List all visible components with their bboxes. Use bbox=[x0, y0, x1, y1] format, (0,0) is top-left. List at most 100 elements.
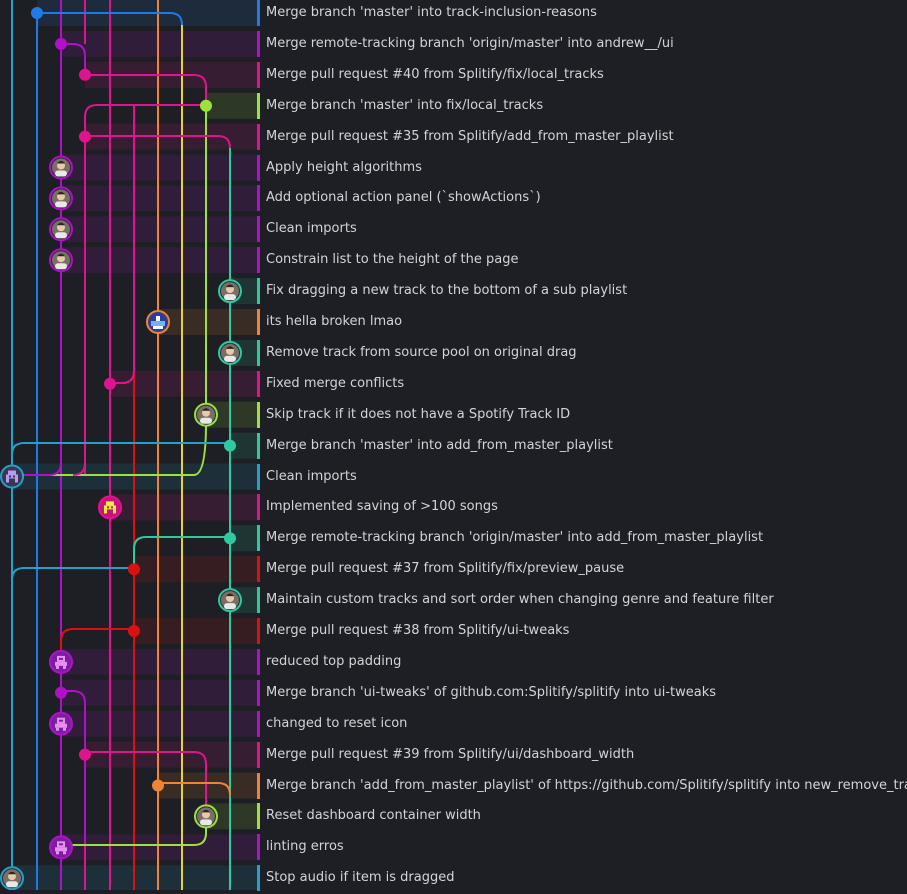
commit-dot[interactable] bbox=[31, 7, 43, 19]
author-avatar[interactable] bbox=[218, 340, 242, 365]
commit-dot[interactable] bbox=[128, 563, 140, 576]
author-avatar[interactable] bbox=[49, 248, 73, 273]
author-avatar[interactable] bbox=[49, 217, 73, 242]
commit-message: Reset dashboard container width bbox=[266, 808, 481, 824]
commit-message: its hella broken lmao bbox=[266, 314, 403, 329]
commit-row[interactable]: reduced top padding bbox=[0, 647, 907, 678]
branch-color-bar bbox=[257, 618, 260, 644]
commit-message: Merge branch 'master' into fix/local_tra… bbox=[266, 97, 544, 113]
commit-row[interactable]: linting erros bbox=[0, 832, 907, 863]
commit-dot[interactable] bbox=[224, 439, 236, 452]
commit-message: Implemented saving of >100 songs bbox=[266, 499, 498, 515]
author-avatar[interactable] bbox=[98, 495, 122, 520]
commit-message: Merge branch 'add_from_master_playlist' … bbox=[266, 777, 907, 793]
author-avatar[interactable] bbox=[49, 711, 73, 736]
commit-row[interactable]: Add optional action panel (`showActions`… bbox=[0, 183, 907, 214]
commit-row[interactable]: Merge branch 'add_from_master_playlist' … bbox=[0, 771, 907, 802]
commit-row[interactable]: Merge pull request #40 from Splitify/fix… bbox=[0, 60, 907, 91]
commit-row[interactable]: Fixed merge conflicts bbox=[0, 369, 907, 400]
commit-row[interactable]: Merge pull request #38 from Splitify/ui-… bbox=[0, 616, 907, 647]
author-avatar[interactable] bbox=[49, 649, 73, 674]
commit-row-band bbox=[206, 92, 257, 119]
commit-row[interactable]: Reset dashboard container width bbox=[0, 801, 907, 832]
commit-message: Merge branch 'ui-tweaks' of github.com:S… bbox=[266, 684, 717, 700]
author-avatar[interactable] bbox=[218, 279, 242, 304]
commit-row[interactable]: Remove track from source pool on origina… bbox=[0, 338, 907, 369]
magenta-merge-curve bbox=[85, 751, 207, 814]
commit-message: Merge pull request #35 from Splitify/add… bbox=[266, 128, 674, 144]
author-avatar[interactable] bbox=[194, 804, 218, 829]
commit-row[interactable]: Fix dragging a new track to the bottom o… bbox=[0, 276, 907, 307]
commit-dot[interactable] bbox=[79, 748, 91, 761]
commit-row[interactable]: Merge pull request #37 from Splitify/fix… bbox=[0, 554, 907, 585]
commit-row[interactable]: Merge pull request #39 from Splitify/ui/… bbox=[0, 740, 907, 771]
commit-row[interactable]: changed to reset icon bbox=[0, 709, 907, 740]
commit-dot[interactable] bbox=[79, 130, 91, 143]
teal-merge-curve bbox=[133, 536, 230, 568]
branch-color-bar bbox=[257, 0, 260, 26]
commit-dot[interactable] bbox=[224, 532, 236, 545]
commit-message: Stop audio if item is dragged bbox=[266, 870, 455, 886]
branch-color-bar bbox=[257, 803, 260, 830]
commit-dot[interactable] bbox=[128, 625, 140, 637]
magenta-merge-curve bbox=[84, 104, 206, 136]
branch-color-bar bbox=[257, 370, 260, 397]
author-avatar[interactable] bbox=[146, 310, 170, 334]
branch-color-bar bbox=[257, 216, 260, 243]
commit-row[interactable]: Implemented saving of >100 songs bbox=[0, 492, 907, 523]
branch-color-bar bbox=[257, 278, 260, 305]
commit-row[interactable]: Clean imports bbox=[0, 462, 907, 493]
branch-color-bar bbox=[257, 710, 260, 737]
commit-message: Clean imports bbox=[266, 221, 357, 237]
commit-dot[interactable] bbox=[55, 37, 67, 50]
commit-row[interactable]: Maintain custom tracks and sort order wh… bbox=[0, 585, 907, 616]
author-avatar[interactable] bbox=[194, 402, 218, 427]
cyan-merge-curve bbox=[11, 442, 230, 456]
commit-row-band bbox=[85, 741, 257, 768]
branch-color-bar bbox=[257, 648, 260, 675]
commit-row[interactable]: Clean imports bbox=[0, 214, 907, 245]
commit-row[interactable]: Merge remote-tracking branch 'origin/mas… bbox=[0, 29, 907, 60]
magenta-merge-curve bbox=[85, 135, 231, 149]
commit-row[interactable]: Merge remote-tracking branch 'origin/mas… bbox=[0, 523, 907, 554]
branch-color-bar bbox=[257, 154, 260, 181]
author-avatar[interactable] bbox=[0, 464, 24, 489]
commit-message: changed to reset icon bbox=[266, 715, 408, 731]
commit-dot[interactable] bbox=[104, 377, 116, 390]
author-avatar[interactable] bbox=[49, 186, 73, 211]
commit-row[interactable]: Constrain list to the height of the page bbox=[0, 245, 907, 276]
author-avatar[interactable] bbox=[0, 866, 24, 890]
commit-message: Skip track if it does not have a Spotify… bbox=[266, 406, 571, 422]
commit-row[interactable]: Apply height algorithms bbox=[0, 153, 907, 184]
commit-row[interactable]: Stop audio if item is dragged bbox=[0, 863, 907, 894]
commit-dot[interactable] bbox=[152, 779, 164, 792]
branch-color-bar bbox=[257, 865, 260, 892]
commit-message: Merge pull request #37 from Splitify/fix… bbox=[266, 561, 625, 577]
commit-row-band bbox=[158, 772, 257, 799]
commit-row[interactable]: its hella broken lmao bbox=[0, 307, 907, 338]
commit-message: Remove track from source pool on origina… bbox=[266, 344, 577, 360]
cyan-merge-curve bbox=[11, 567, 134, 581]
orange-merge-curve bbox=[158, 782, 231, 796]
commit-message: Merge pull request #39 from Splitify/ui/… bbox=[266, 746, 635, 762]
commit-dot[interactable] bbox=[55, 686, 67, 699]
commit-row[interactable]: Merge pull request #35 from Splitify/add… bbox=[0, 122, 907, 153]
commit-row[interactable]: Merge branch 'master' into fix/local_tra… bbox=[0, 91, 907, 122]
commit-row[interactable]: Merge branch 'master' into add_from_mast… bbox=[0, 431, 907, 462]
commit-dot[interactable] bbox=[200, 99, 212, 112]
branch-color-bar bbox=[257, 525, 260, 552]
commit-message: Merge branch 'master' into track-inclusi… bbox=[266, 5, 597, 20]
author-avatar[interactable] bbox=[49, 835, 73, 860]
branch-color-bar bbox=[257, 741, 260, 768]
red-merge-curve bbox=[60, 628, 134, 660]
author-avatar[interactable] bbox=[218, 588, 242, 613]
author-avatar[interactable] bbox=[49, 155, 73, 180]
commit-message: Merge remote-tracking branch 'origin/mas… bbox=[266, 530, 764, 546]
commit-row[interactable]: Merge branch 'master' into track-inclusi… bbox=[0, 0, 907, 29]
commit-dot[interactable] bbox=[79, 68, 91, 81]
commit-row[interactable]: Merge branch 'ui-tweaks' of github.com:S… bbox=[0, 678, 907, 709]
branch-color-bar bbox=[257, 92, 260, 119]
branch-color-bar bbox=[257, 61, 260, 88]
commit-row[interactable]: Skip track if it does not have a Spotify… bbox=[0, 400, 907, 431]
